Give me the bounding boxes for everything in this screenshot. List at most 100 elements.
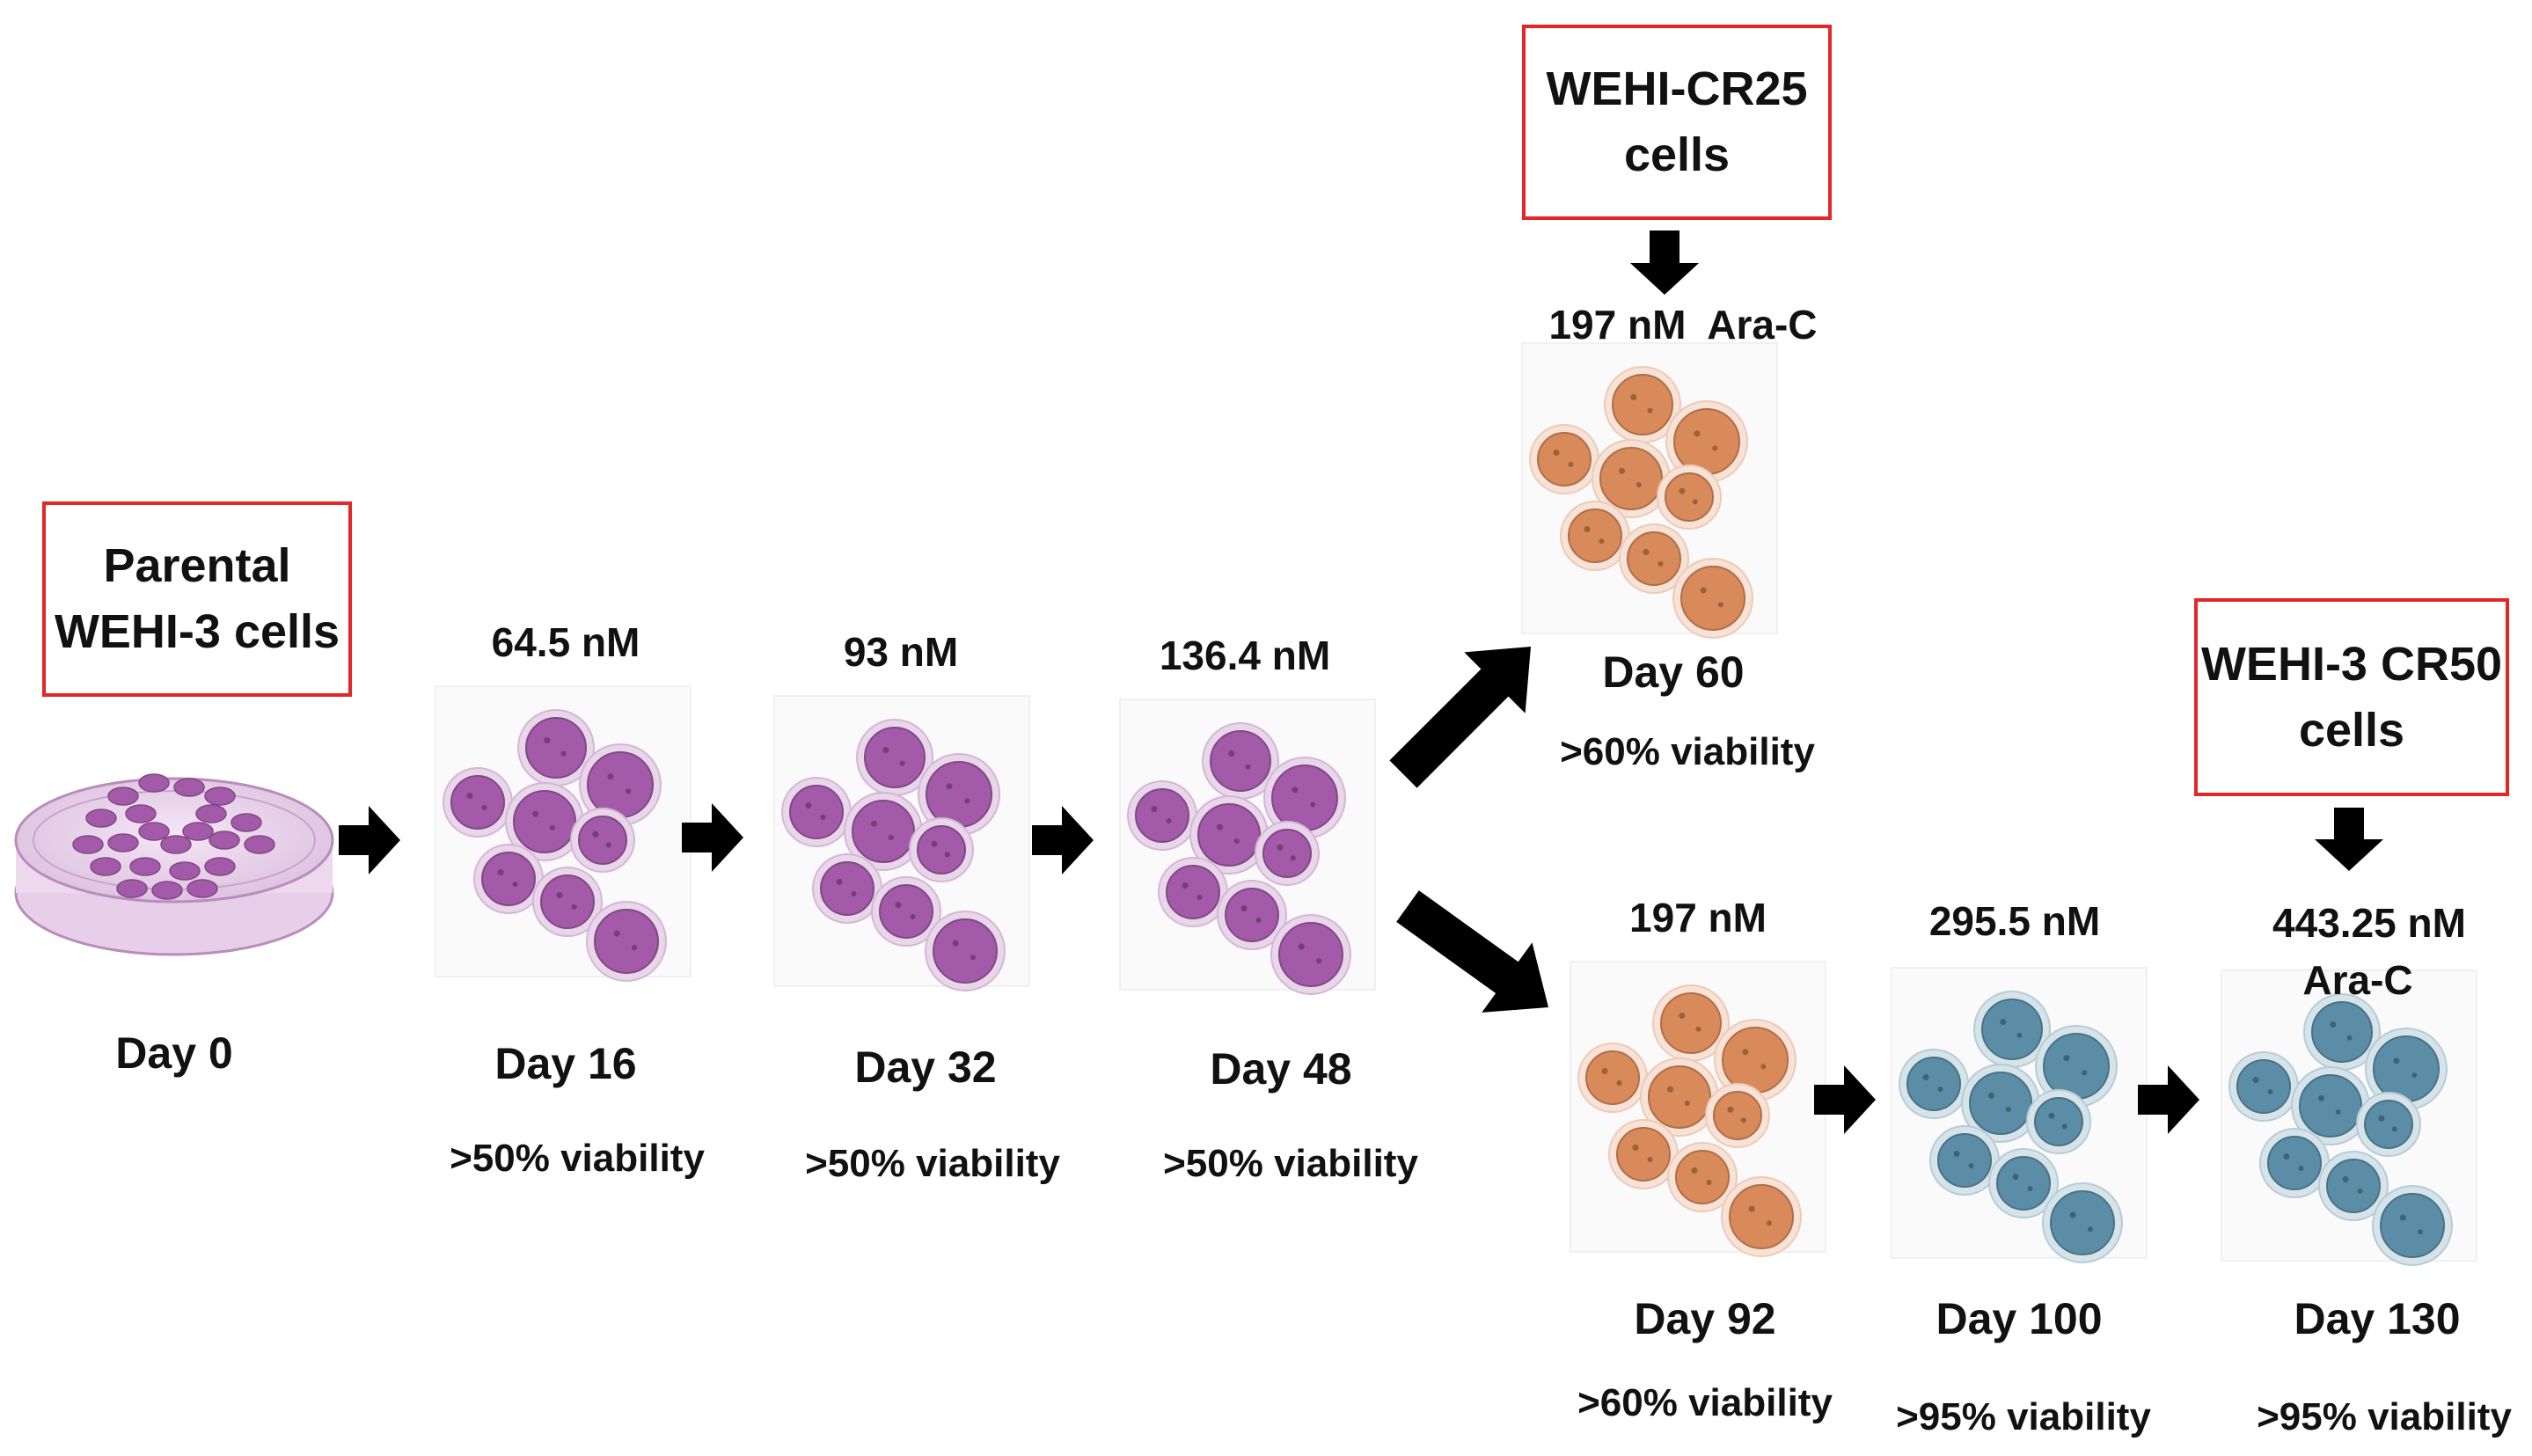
viability-label: >95% viability (1896, 1395, 2151, 1438)
concentration-label: 136.4 nM (1159, 633, 1331, 678)
parental-line1: Parental (103, 539, 291, 593)
cr50-line1: WEHI-3 CR50 (2200, 637, 2503, 691)
cell (781, 777, 852, 847)
arrow-down-icon (1630, 230, 1699, 295)
colony (169, 861, 201, 881)
cell (856, 719, 933, 796)
cell (1189, 795, 1269, 874)
cell (918, 753, 1000, 836)
day-label-0: Day 0 (115, 1028, 233, 1078)
cell (2291, 1066, 2370, 1145)
concentration-label: 93 nM (843, 629, 959, 675)
arrow-right-icon (682, 803, 743, 872)
cr25-day-label: Day 60 (1602, 648, 1745, 697)
cell (1672, 558, 1753, 639)
cell (1608, 1119, 1679, 1189)
cell (1652, 984, 1730, 1062)
colony (138, 773, 170, 793)
colony (209, 830, 240, 850)
cell (570, 808, 635, 873)
viability-label: >50% viability (1163, 1142, 1418, 1185)
concentration-label: 64.5 nM (491, 619, 640, 665)
cr25-concentration-label: 197 nM Ara-C (1548, 302, 1818, 348)
cell (1705, 1083, 1770, 1148)
arrow-right-icon (339, 806, 400, 874)
colony (72, 835, 104, 854)
cell (2303, 993, 2381, 1071)
cell-cluster-day60 (1521, 342, 1778, 639)
cell (1988, 1148, 2059, 1218)
cr25-line1: WEHI-CR25 (1546, 62, 1808, 116)
cell (505, 782, 584, 861)
colony (151, 881, 183, 900)
cell (1217, 880, 1287, 950)
cell-cluster-day48 (1119, 699, 1376, 995)
day-label: Day 100 (1936, 1294, 2103, 1343)
petri-dish-icon (14, 773, 334, 956)
cr50-line2: cells (2298, 703, 2405, 757)
viability-label: >50% viability (805, 1142, 1060, 1185)
day-label: Day 32 (854, 1043, 997, 1092)
cell (1127, 780, 1197, 851)
colony (182, 822, 214, 841)
cell (2228, 1051, 2299, 1122)
arrow-down-icon (2315, 808, 2383, 871)
cr50-box: WEHI-3 CR50 cells (2194, 598, 2509, 796)
colony (187, 879, 218, 898)
colony (125, 804, 157, 823)
cell (812, 853, 882, 924)
colony (90, 857, 121, 876)
cell (2042, 1182, 2123, 1263)
cell (532, 867, 603, 937)
cr25-viability-label: >60% viability (1560, 730, 1815, 773)
colony (129, 857, 161, 876)
cell (2026, 1089, 2091, 1154)
cell (1560, 501, 1630, 571)
cell (1899, 1049, 1969, 1119)
cell (1592, 439, 1671, 518)
cell (2365, 1028, 2448, 1110)
cell (1973, 991, 2051, 1068)
cell (1619, 523, 1689, 594)
parental-box: Parental WEHI-3 cells (42, 501, 352, 697)
colony (85, 808, 117, 828)
colony (107, 833, 139, 852)
viability-label: >95% viability (2257, 1395, 2512, 1438)
cell (1202, 722, 1279, 800)
colony (231, 813, 262, 832)
cell-clusters (435, 342, 2477, 1266)
colony (195, 804, 227, 823)
cell (1255, 821, 1320, 886)
concentration-label: 295.5 nM (1928, 898, 2101, 944)
cell-cluster-day92 (1570, 961, 1826, 1257)
arrow-down-right-icon (1396, 890, 1548, 1013)
cell (1961, 1064, 2040, 1143)
ara-c-label: Ara-C (2302, 957, 2413, 1003)
colony (116, 879, 148, 898)
cr25-box: WEHI-CR25 cells (1522, 25, 1832, 220)
cell (586, 901, 667, 982)
cell (579, 743, 662, 826)
arrow-right-icon (1032, 806, 1094, 874)
arrow-right-icon (2138, 1065, 2199, 1134)
cell (1665, 400, 1748, 483)
day-label: Day 130 (2294, 1294, 2461, 1343)
parental-line2: WEHI-3 cells (54, 605, 340, 658)
viability-label: >50% viability (450, 1137, 705, 1180)
arrow-up-right-icon (1389, 647, 1531, 788)
cell (1714, 1019, 1797, 1101)
viability-label: >60% viability (1577, 1381, 1833, 1424)
cell (1270, 914, 1351, 995)
cell (1577, 1043, 1648, 1113)
cell (1929, 1125, 2000, 1196)
colony (138, 822, 170, 841)
cell (2318, 1151, 2389, 1221)
concentration-label: 443.25 nM (2272, 900, 2466, 946)
cell (1667, 1142, 1738, 1212)
colony (204, 787, 236, 806)
day-label: Day 16 (494, 1039, 637, 1088)
cell (1640, 1057, 1719, 1137)
cell (909, 817, 974, 882)
cell (925, 911, 1006, 991)
